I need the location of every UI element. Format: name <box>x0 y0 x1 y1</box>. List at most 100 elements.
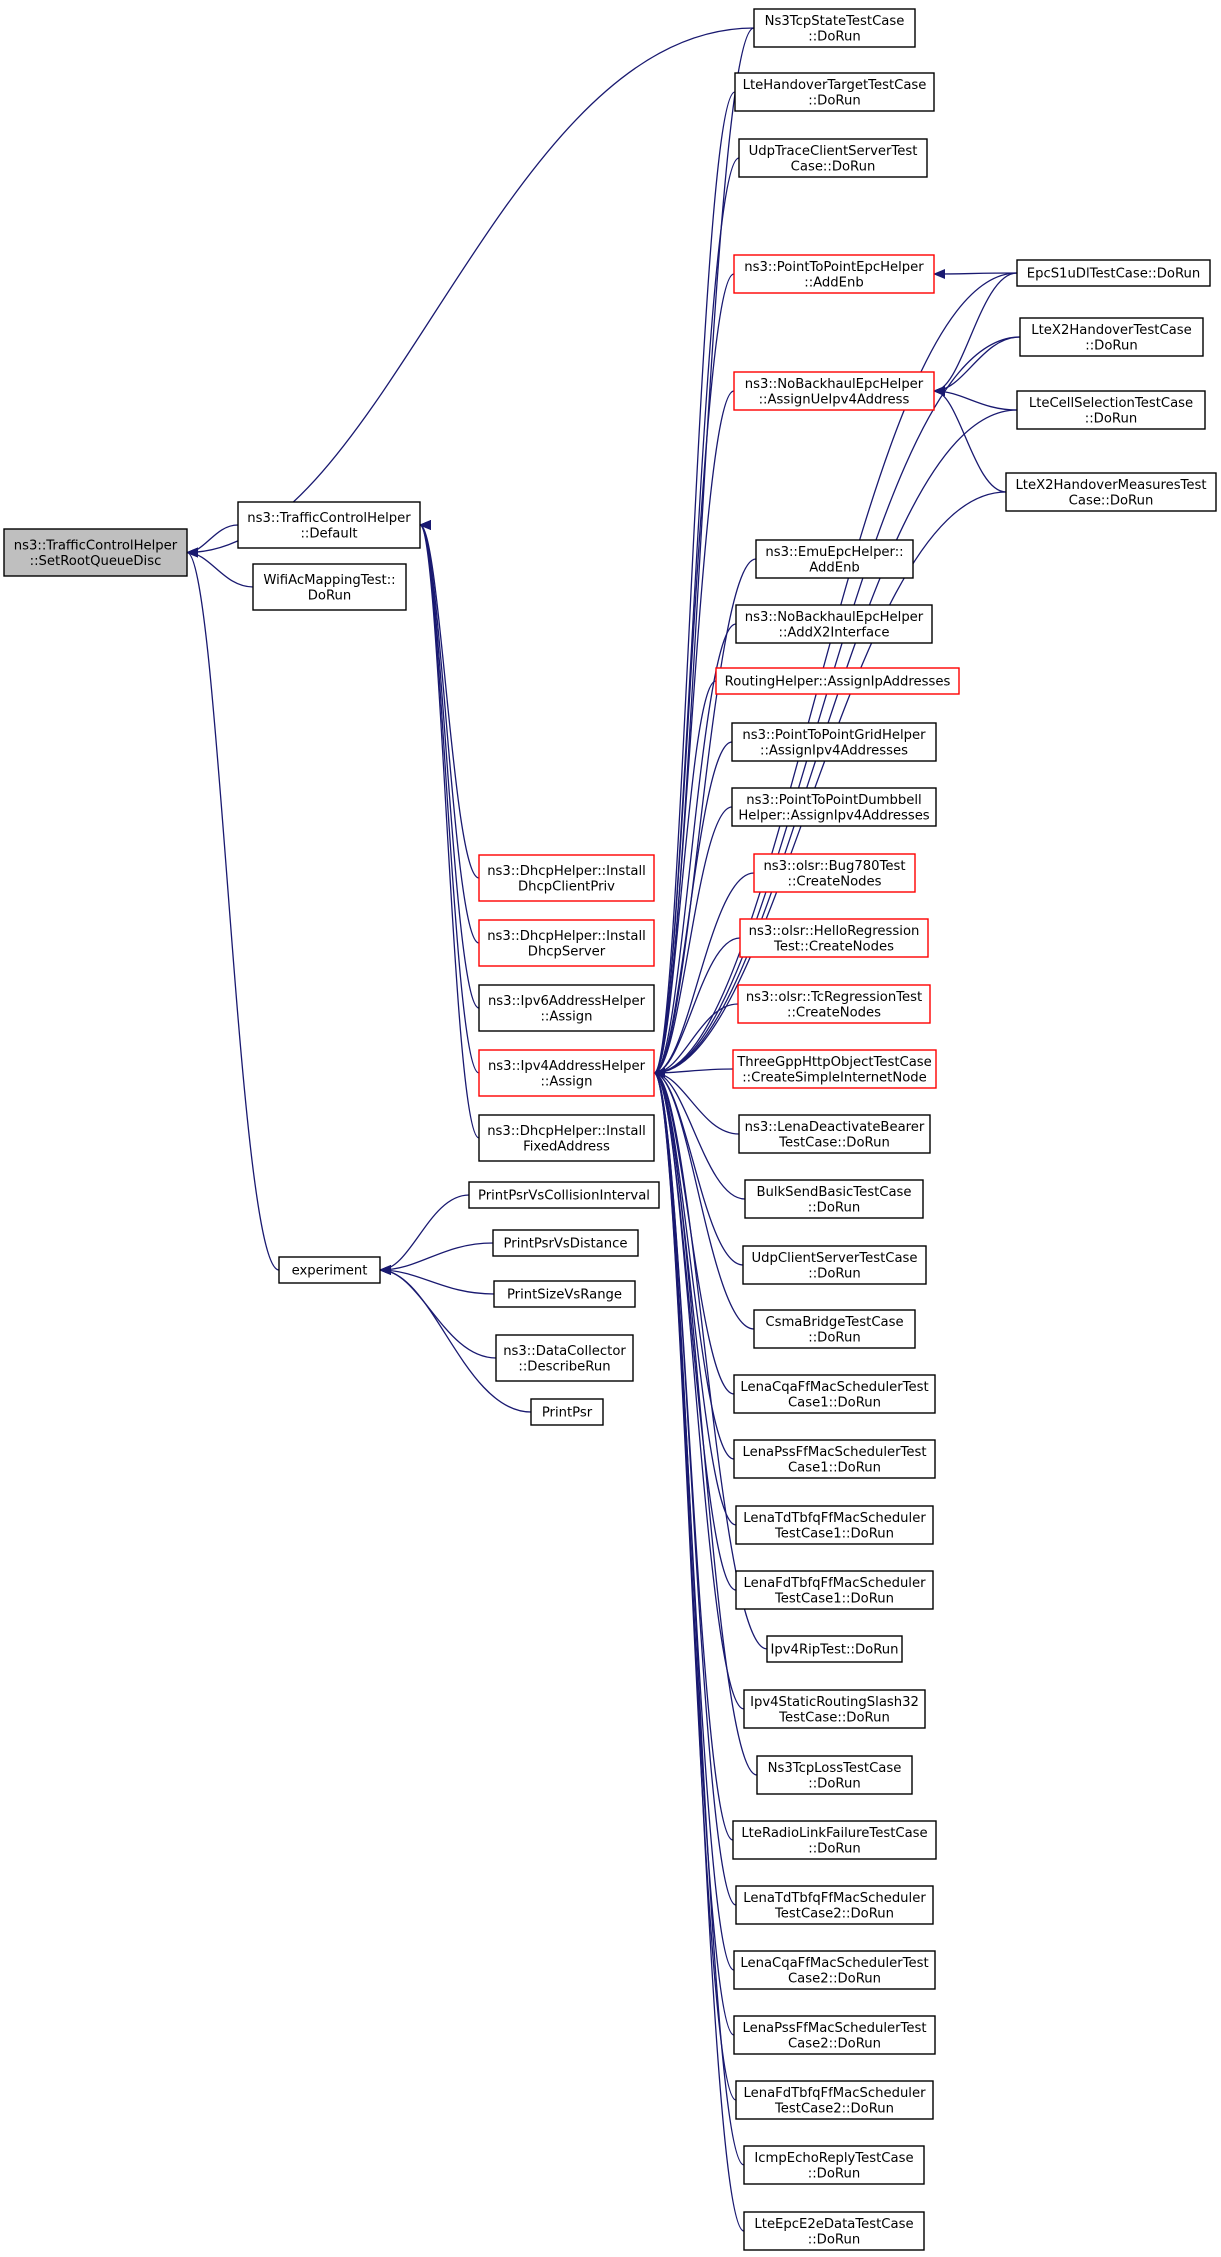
node-three-gpp[interactable]: ThreeGppHttpObjectTestCase::CreateSimple… <box>732 1049 937 1089</box>
node-ipv6-assign[interactable]: ns3::Ipv6AddressHelper::Assign <box>478 984 655 1032</box>
node-label-line: Case::DoRun <box>1069 493 1154 508</box>
node-label-line: LteRadioLinkFailureTestCase <box>741 1826 927 1841</box>
node-ipv4-rip[interactable]: Ipv4RipTest::DoRun <box>766 1635 903 1663</box>
node-label-line: ns3::olsr::TcRegressionTest <box>746 990 922 1005</box>
node-label-line: UdpTraceClientServerTest <box>749 144 918 159</box>
node-label-line: BulkSendBasicTestCase <box>756 1185 911 1200</box>
node-print-psr[interactable]: PrintPsr <box>530 1398 604 1426</box>
node-experiment[interactable]: experiment <box>278 1256 381 1284</box>
edge-lte-cell-sel-to-nobackhaul-assign <box>933 386 1018 411</box>
edge-lena-pss2-to-ipv4-assign <box>653 1068 735 2036</box>
node-label-line: ns3::PointToPointGridHelper <box>742 728 926 743</box>
node-box <box>733 1950 936 1990</box>
node-box <box>478 1114 655 1162</box>
node-lte-ho-target[interactable]: LteHandoverTargetTestCase::DoRun <box>734 72 935 112</box>
node-box <box>492 1229 639 1257</box>
node-size-range[interactable]: PrintSizeVsRange <box>493 1280 636 1308</box>
node-label-line: DoRun <box>308 588 352 603</box>
edge-routing-helper-to-ipv4-assign <box>653 680 717 1078</box>
node-box <box>735 604 933 644</box>
node-label-line: ns3::LenaDeactivateBearer <box>745 1120 925 1135</box>
node-tcp-loss[interactable]: Ns3TcpLossTestCase::DoRun <box>756 1755 913 1795</box>
node-psr-dist[interactable]: PrintPsrVsDistance <box>492 1229 639 1257</box>
node-olsr-tc[interactable]: ns3::olsr::TcRegressionTest::CreateNodes <box>737 984 931 1024</box>
node-udp-cs[interactable]: UdpClientServerTestCase::DoRun <box>742 1245 927 1285</box>
node-box <box>753 853 916 893</box>
node-olsr-bug780[interactable]: ns3::olsr::Bug780Test::CreateNodes <box>753 853 916 893</box>
node-label-line: ::DescribeRun <box>518 1359 610 1374</box>
edge-lte-x2-meas-to-nobackhaul-assign <box>933 386 1007 493</box>
node-icmp-echo[interactable]: IcmpEchoReplyTestCase::DoRun <box>743 2145 925 2185</box>
node-box <box>478 984 655 1032</box>
node-tcp-state[interactable]: Ns3TcpStateTestCase::DoRun <box>753 8 916 48</box>
node-label-line: ns3::PointToPointEpcHelper <box>744 260 924 275</box>
node-box <box>252 563 407 611</box>
node-olsr-hello[interactable]: ns3::olsr::HelloRegressionTest::CreateNo… <box>739 918 929 958</box>
node-box <box>738 138 928 178</box>
node-p2p-grid[interactable]: ns3::PointToPointGridHelper::AssignIpv4A… <box>731 722 937 762</box>
node-box <box>755 539 914 579</box>
node-nobackhaul-assign[interactable]: ns3::NoBackhaulEpcHelper::AssignUeIpv4Ad… <box>733 371 935 411</box>
node-nobackhaul-x2[interactable]: ns3::NoBackhaulEpcHelper::AddX2Interface <box>735 604 933 644</box>
node-tch-default[interactable]: ns3::TrafficControlHelper::Default <box>237 501 421 549</box>
node-label-line: TestCase2::DoRun <box>774 2101 894 2116</box>
edge-dhcp-client-to-tch-default <box>419 520 480 879</box>
node-label-line: ns3::EmuEpcHelper:: <box>765 545 903 560</box>
node-wifi-ac[interactable]: WifiAcMappingTest::DoRun <box>252 563 407 611</box>
node-data-coll[interactable]: ns3::DataCollector::DescribeRun <box>495 1334 634 1382</box>
node-psr-coll[interactable]: PrintPsrVsCollisionInterval <box>468 1181 660 1209</box>
node-lte-epc-e2e[interactable]: LteEpcE2eDataTestCase::DoRun <box>743 2211 925 2251</box>
node-lte-rlf[interactable]: LteRadioLinkFailureTestCase::DoRun <box>732 1820 937 1860</box>
node-root[interactable]: ns3::TrafficControlHelper::SetRootQueueD… <box>3 528 188 577</box>
node-box <box>742 1245 927 1285</box>
edge-psr-coll-to-experiment <box>379 1194 470 1275</box>
node-label-line: DhcpServer <box>528 944 606 959</box>
node-label-line: ::AddX2Interface <box>779 625 890 640</box>
edge-print-psr-to-experiment <box>379 1265 532 1413</box>
node-ipv4-assign[interactable]: ns3::Ipv4AddressHelper::Assign <box>478 1049 655 1097</box>
node-label-line: ns3::NoBackhaulEpcHelper <box>745 377 924 392</box>
node-box <box>495 1334 634 1382</box>
node-bulk-send[interactable]: BulkSendBasicTestCase::DoRun <box>744 1179 924 1219</box>
node-label-line: ns3::DataCollector <box>503 1344 626 1359</box>
node-label-line: ::CreateNodes <box>788 874 882 889</box>
nodes-layer: ns3::TrafficControlHelper::SetRootQueueD… <box>3 8 1217 2251</box>
node-epc-s1u[interactable]: EpcS1uDlTestCase::DoRun <box>1016 259 1211 287</box>
node-lte-cell-sel[interactable]: LteCellSelectionTestCase::DoRun <box>1016 390 1206 430</box>
node-label-line: ::DoRun <box>808 1841 860 1856</box>
node-label-line: Case2::DoRun <box>788 1971 881 1986</box>
node-label-line: TestCase::DoRun <box>778 1135 890 1150</box>
node-label-line: ns3::olsr::HelloRegression <box>749 924 920 939</box>
node-label-line: ns3::NoBackhaulEpcHelper <box>745 610 924 625</box>
node-p2p-epc[interactable]: ns3::PointToPointEpcHelper::AddEnb <box>733 254 935 294</box>
edge-size-range-to-experiment <box>379 1265 495 1295</box>
node-label-line: WifiAcMappingTest:: <box>263 573 395 588</box>
node-box <box>493 1280 636 1308</box>
node-box <box>739 918 929 958</box>
node-emu-epc[interactable]: ns3::EmuEpcHelper::AddEnb <box>755 539 914 579</box>
edge-dhcp-server-to-tch-default <box>419 520 480 944</box>
node-box <box>744 1179 924 1219</box>
node-routing-helper[interactable]: RoutingHelper::AssignIpAddresses <box>715 667 960 695</box>
edge-tch-default-to-root <box>186 524 239 558</box>
node-label-line: ::DoRun <box>808 1776 860 1791</box>
node-lte-x2-ho[interactable]: LteX2HandoverTestCase::DoRun <box>1019 317 1204 357</box>
node-p2p-dumbbell[interactable]: ns3::PointToPointDumbbellHelper::AssignI… <box>731 787 937 827</box>
node-label-line: Ipv4RipTest::DoRun <box>770 1643 898 1658</box>
node-csma-bridge[interactable]: CsmaBridgeTestCase::DoRun <box>753 1309 916 1349</box>
